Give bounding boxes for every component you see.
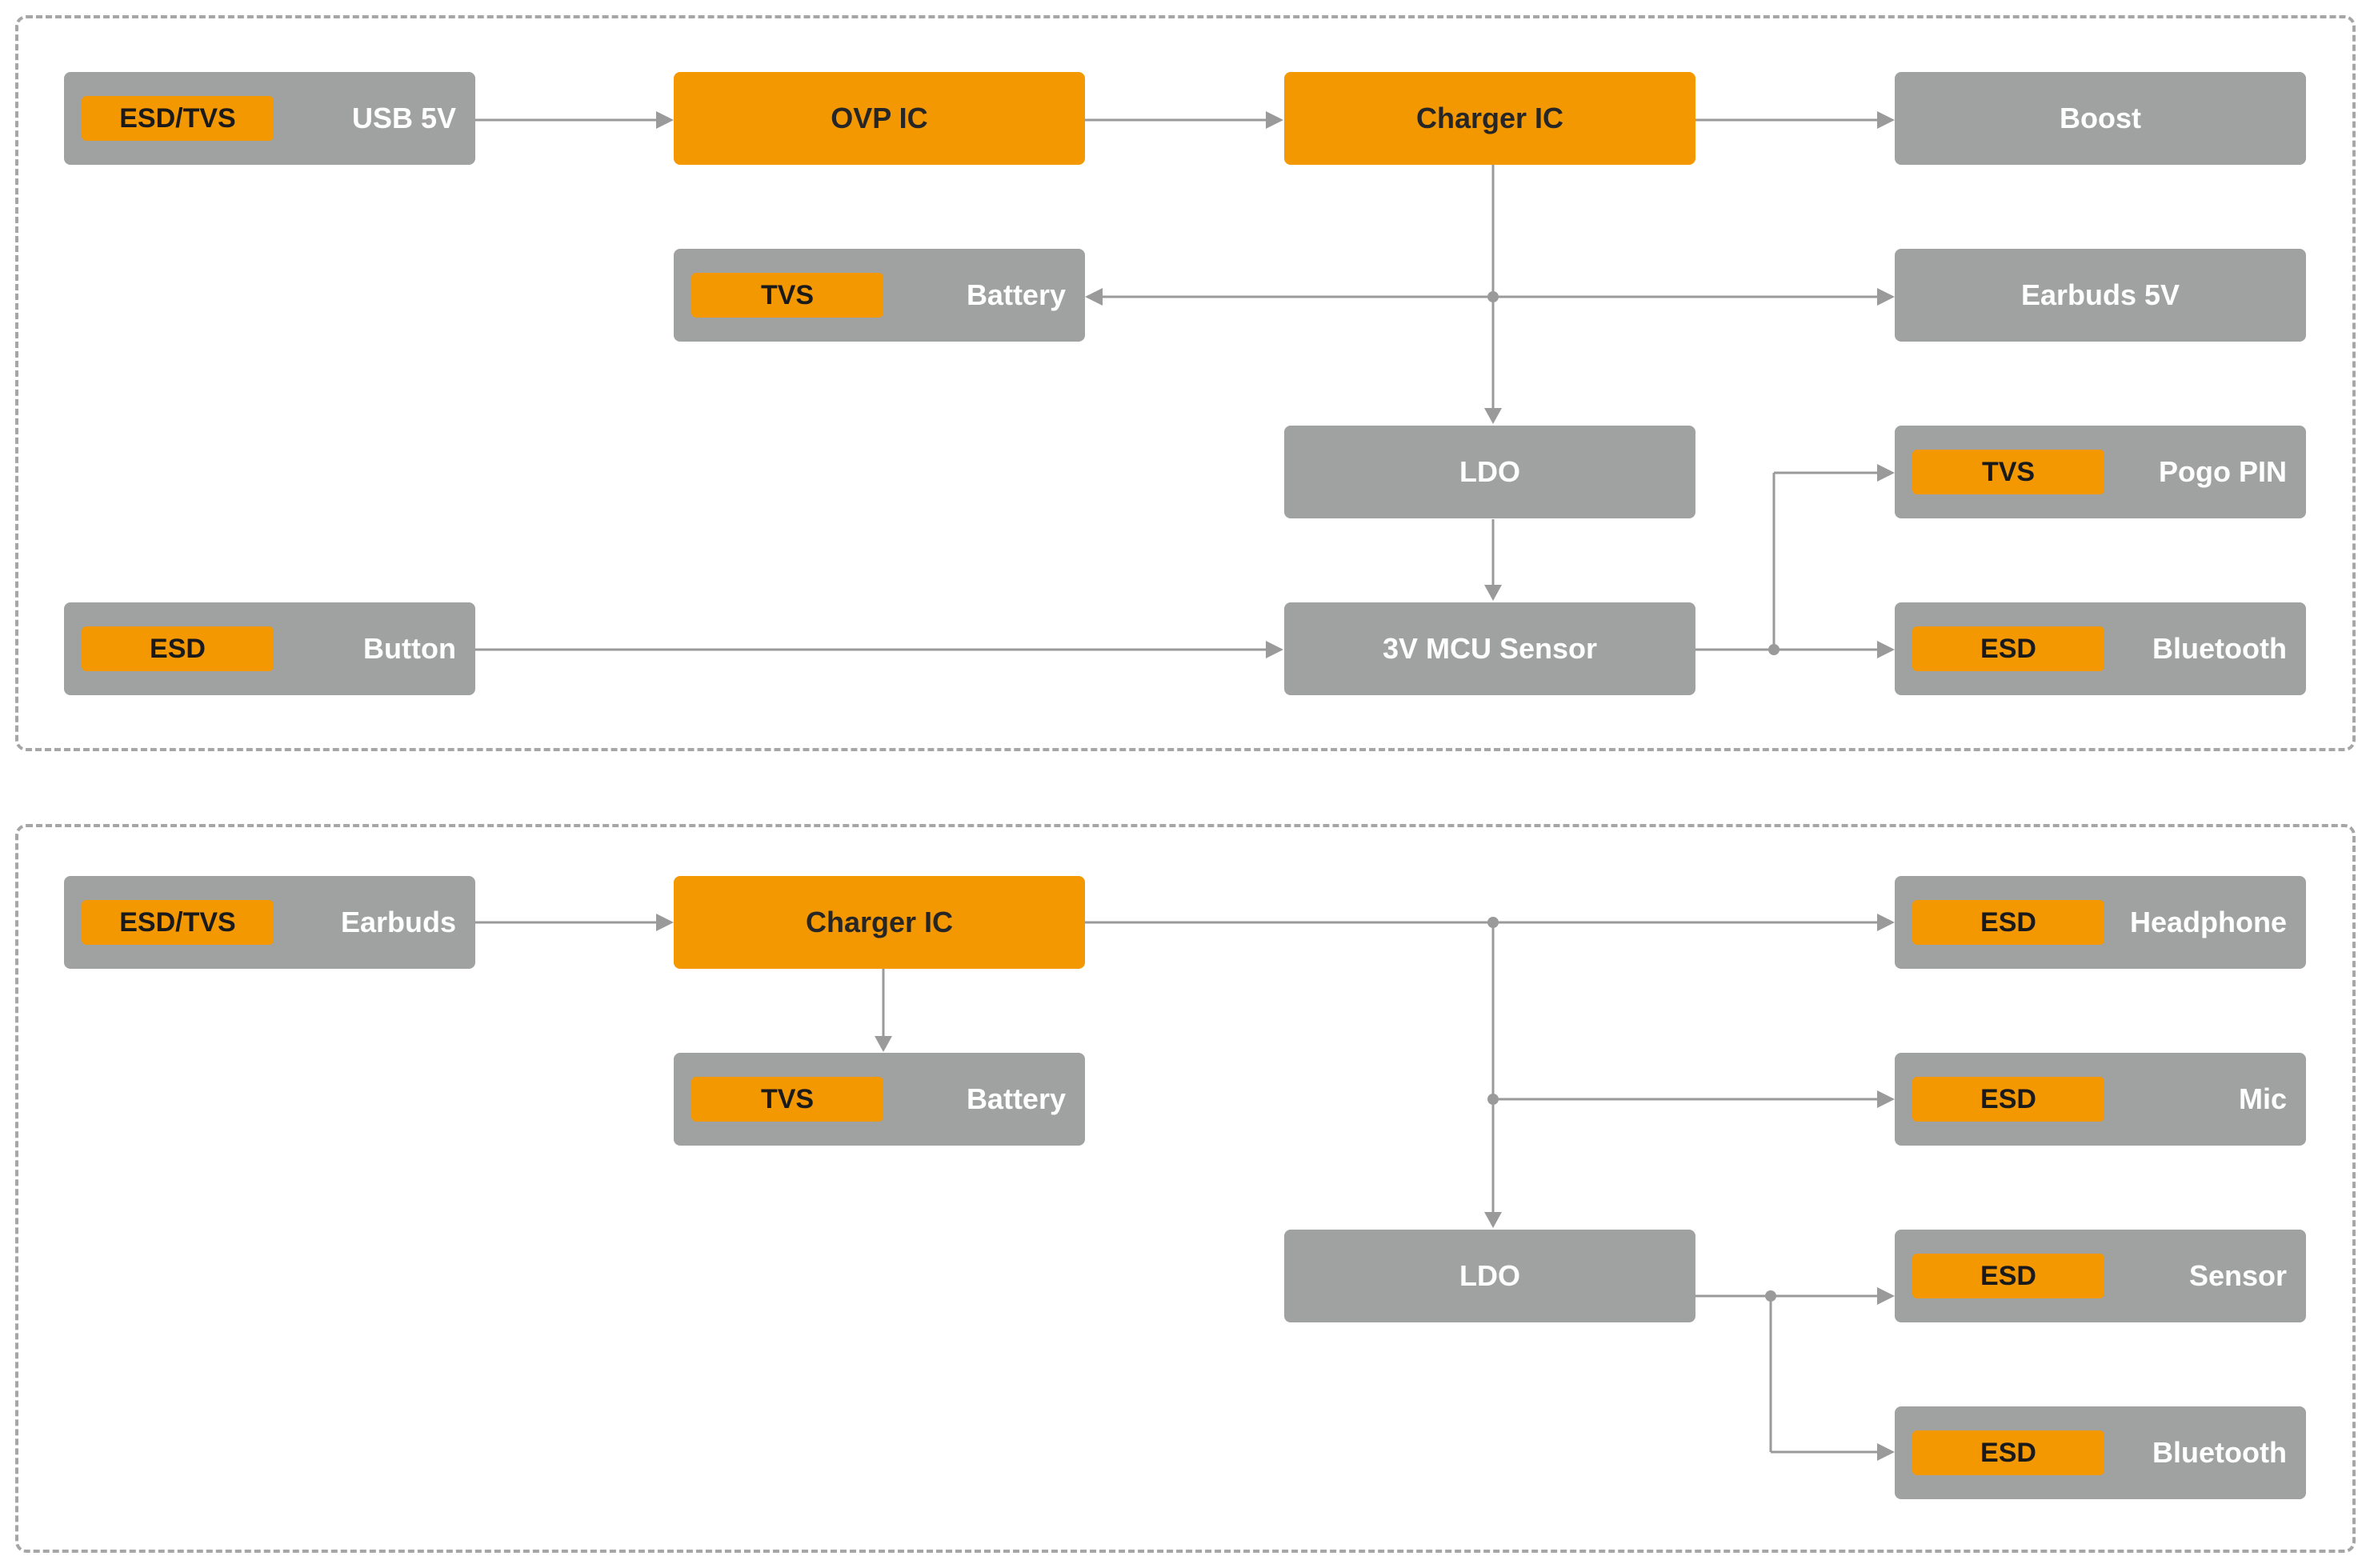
- esd-tag: ESD: [1912, 1254, 2104, 1298]
- charger-ic-block: Charger IC: [1284, 72, 1695, 165]
- arrowhead-bluetooth-bottom: [1877, 1443, 1895, 1461]
- usb-5v-label: USB 5V: [351, 102, 456, 134]
- ldo-label: LDO: [1459, 1259, 1520, 1292]
- esd-tag: ESD: [1912, 626, 2104, 671]
- ldo-block: LDO: [1284, 1230, 1695, 1322]
- pogo-pin-label: Pogo PIN: [2159, 455, 2287, 488]
- battery-label: Battery: [966, 1082, 1066, 1115]
- ovp-ic-label: OVP IC: [831, 102, 928, 134]
- arrowhead-pogo: [1877, 464, 1895, 482]
- arrowhead-boost: [1877, 111, 1895, 129]
- bluetooth-block: ESD Bluetooth: [1895, 602, 2306, 695]
- bluetooth-label: Bluetooth: [2152, 632, 2287, 665]
- battery-block: TVS Battery: [674, 249, 1085, 342]
- charger-ic-block: Charger IC: [674, 876, 1085, 969]
- boost-label: Boost: [2060, 102, 2141, 134]
- earbuds-block: ESD/TVS Earbuds: [64, 876, 475, 969]
- esd-tag: ESD: [1912, 1430, 2104, 1475]
- bluetooth-label: Bluetooth: [2152, 1436, 2287, 1469]
- boost-block: Boost: [1895, 72, 2306, 165]
- arrowhead-mcu-left: [1266, 641, 1283, 658]
- arrowhead-ldo: [1484, 408, 1502, 424]
- tvs-tag: TVS: [691, 1077, 883, 1122]
- arrowhead-battery-bottom: [875, 1036, 892, 1052]
- battery-block: TVS Battery: [674, 1053, 1085, 1146]
- arrowhead-sensor: [1877, 1287, 1895, 1305]
- junction-dot: [1487, 291, 1499, 302]
- arrowhead-earbuds5v: [1877, 288, 1895, 306]
- junction-dot: [1487, 917, 1499, 928]
- battery-label: Battery: [966, 278, 1066, 311]
- ovp-ic-block: OVP IC: [674, 72, 1085, 165]
- charging-case-panel: [15, 15, 2356, 751]
- sensor-block: ESD Sensor: [1895, 1230, 2306, 1322]
- mic-block: ESD Mic: [1895, 1053, 2306, 1146]
- tvs-tag: TVS: [1912, 450, 2104, 494]
- arrowhead-headphone: [1877, 914, 1895, 931]
- headphone-block: ESD Headphone: [1895, 876, 2306, 969]
- charger-ic-label: Charger IC: [805, 906, 954, 938]
- mcu-sensor-block: 3V MCU Sensor: [1284, 602, 1695, 695]
- esd-tag: ESD: [82, 626, 274, 671]
- bluetooth-block: ESD Bluetooth: [1895, 1406, 2306, 1499]
- button-block: ESD Button: [64, 602, 475, 695]
- sensor-label: Sensor: [2188, 1259, 2287, 1292]
- arrowhead-charger: [1266, 111, 1283, 129]
- junction-dot: [1487, 1094, 1499, 1105]
- button-label: Button: [363, 632, 456, 665]
- arrowhead-charger-bottom: [656, 914, 674, 931]
- mcu-sensor-label: 3V MCU Sensor: [1382, 632, 1598, 665]
- ldo-block: LDO: [1284, 426, 1695, 518]
- esd-tag: ESD: [1912, 900, 2104, 945]
- headphone-label: Headphone: [2129, 906, 2287, 938]
- arrowhead-battery: [1085, 288, 1103, 306]
- earbuds-label: Earbuds: [340, 906, 456, 938]
- earbuds-panel: [15, 824, 2356, 1553]
- junction-dot: [1765, 1290, 1776, 1302]
- earbuds-5v-block: Earbuds 5V: [1895, 249, 2306, 342]
- arrowhead-ovp: [656, 111, 674, 129]
- usb-5v-block: ESD/TVS USB 5V: [64, 72, 475, 165]
- mic-label: Mic: [2238, 1082, 2287, 1115]
- esd-tag: ESD: [1912, 1077, 2104, 1122]
- ldo-label: LDO: [1459, 455, 1520, 488]
- arrowhead-mic: [1877, 1090, 1895, 1108]
- junction-dot: [1768, 644, 1780, 655]
- pogo-pin-block: TVS Pogo PIN: [1895, 426, 2306, 518]
- esd-tvs-tag: ESD/TVS: [82, 96, 274, 141]
- arrowhead-bluetooth-top: [1877, 641, 1895, 658]
- arrowhead-mcu-top: [1484, 585, 1502, 601]
- charger-ic-label: Charger IC: [1415, 102, 1564, 134]
- arrowhead-ldo-bottom: [1484, 1212, 1502, 1228]
- tvs-tag: TVS: [691, 273, 883, 318]
- earbuds-5v-label: Earbuds 5V: [2020, 278, 2180, 311]
- esd-tvs-tag: ESD/TVS: [82, 900, 274, 945]
